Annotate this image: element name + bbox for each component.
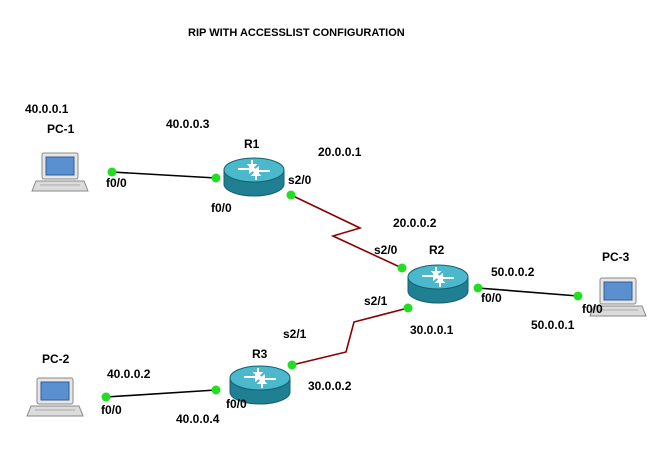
r2-f00-interface-label: f0/0 — [481, 291, 502, 305]
port-dot-r2-f00 — [473, 283, 483, 293]
pc1-icon[interactable] — [31, 152, 89, 192]
r2-s21-ip-label: 30.0.0.1 — [410, 323, 454, 337]
pc3-ip-label: 50.0.0.1 — [531, 318, 575, 332]
r2-s21-interface-label: s2/1 — [364, 294, 388, 308]
r2-router-icon[interactable] — [407, 264, 469, 304]
port-dot-r2-s21 — [403, 303, 413, 313]
port-dot-r1-f00 — [211, 173, 221, 183]
r1-s20-interface-label: s2/0 — [288, 173, 312, 187]
r2-name-label: R2 — [429, 243, 445, 257]
pc1-ip-label: 40.0.0.1 — [25, 102, 69, 116]
link-r2-pc3 — [477, 287, 579, 297]
r3-name-label: R3 — [252, 347, 268, 361]
link-r3-pc2 — [105, 389, 217, 398]
r1-router-icon[interactable] — [223, 157, 285, 197]
port-dot-pc1-f00 — [107, 167, 117, 177]
port-dot-r3-s21 — [287, 360, 297, 370]
port-dot-pc2-f00 — [101, 392, 111, 402]
port-dot-r1-s20 — [286, 190, 296, 200]
r1-f00-interface-label: f0/0 — [211, 201, 232, 215]
r3-f00-ip-label: 40.0.0.4 — [176, 412, 220, 426]
r1-name-label: R1 — [244, 137, 260, 151]
pc2-name-label: PC-2 — [42, 352, 70, 366]
r3-f00-interface-label: f0/0 — [226, 397, 247, 411]
port-dot-r2-s20 — [397, 263, 407, 273]
r2-s20-ip-label: 20.0.0.2 — [393, 216, 437, 230]
port-dot-r3-f00 — [211, 385, 221, 395]
link-pc1-r1 — [111, 171, 217, 179]
pc1-interface-label: f0/0 — [106, 176, 127, 190]
pc1-name-label: PC-1 — [47, 122, 75, 136]
r1-s20-ip-label: 20.0.0.1 — [318, 145, 362, 159]
link-r1-r2-serial — [290, 194, 403, 269]
link-r2-r3-serial — [291, 307, 409, 366]
r3-s21-interface-label: s2/1 — [283, 327, 307, 341]
pc2-interface-label: f0/0 — [101, 403, 122, 417]
r2-f00-ip-label: 50.0.0.2 — [491, 265, 535, 279]
r2-s20-interface-label: s2/0 — [374, 243, 398, 257]
r1-f00-ip-label: 40.0.0.3 — [166, 117, 210, 131]
pc2-icon[interactable] — [26, 377, 84, 417]
r3-s21-ip-label: 30.0.0.2 — [308, 379, 352, 393]
pc3-interface-label: f0/0 — [582, 302, 603, 316]
pc2-ip-label: 40.0.0.2 — [107, 367, 151, 381]
pc3-name-label: PC-3 — [602, 250, 630, 264]
diagram-title: RIP WITH ACCESSLIST CONFIGURATION — [188, 27, 405, 39]
port-dot-pc3-f00 — [573, 291, 583, 301]
